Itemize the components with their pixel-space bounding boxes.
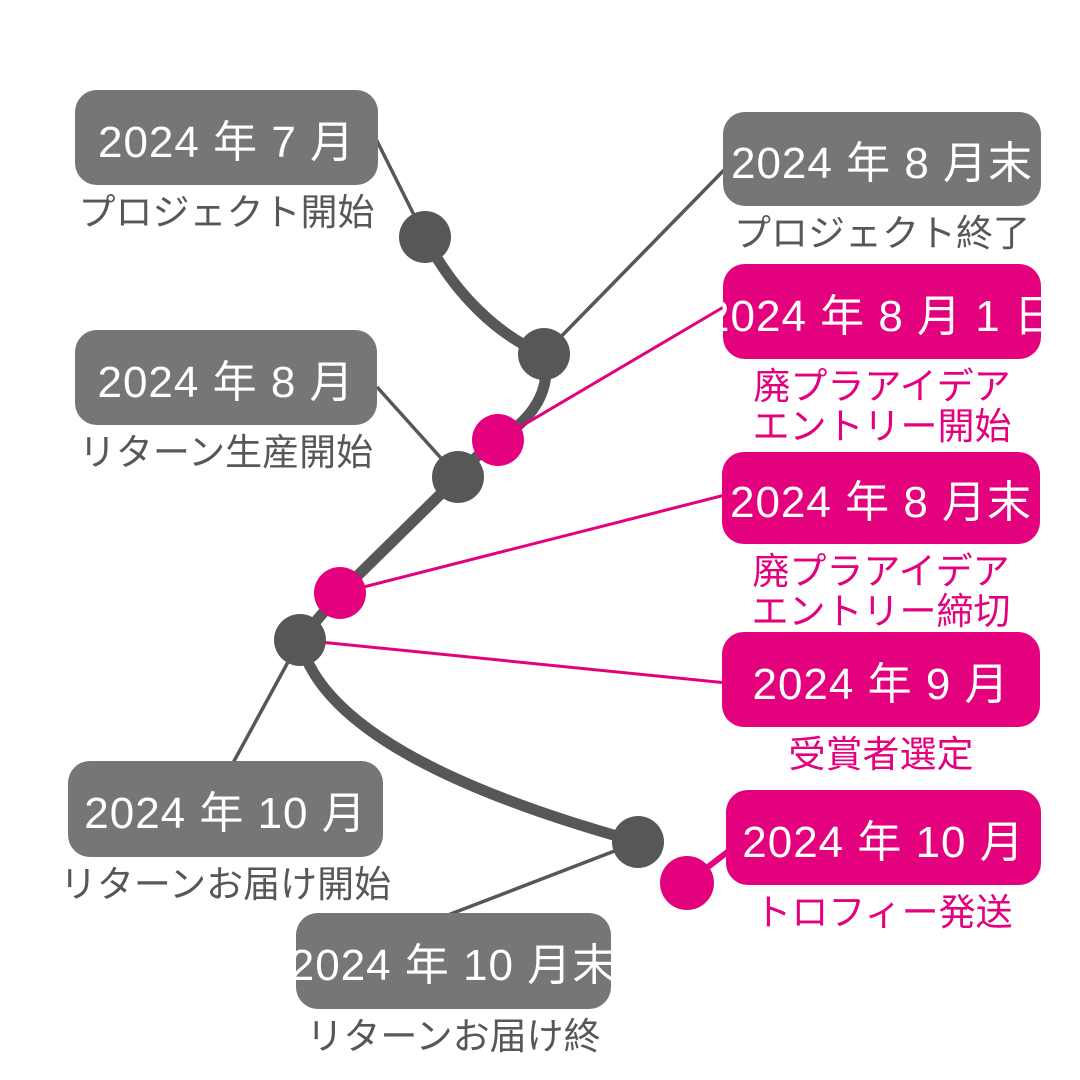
milestone-label: トロフィー発送 <box>754 892 1013 933</box>
connector-line-entry-deadline <box>339 493 726 595</box>
milestone-entry-deadline: 2024 年 8 月末 廃プラアイデア エントリー締切 <box>722 452 1040 632</box>
milestone-winner-selection: 2024 年 9 月 受賞者選定 <box>722 632 1040 775</box>
milestone-dot-pink-entry-start <box>472 414 524 466</box>
connector-line-return-delivery-end <box>447 840 639 917</box>
milestone-date-box: 2024 年 8 月 1 日 <box>705 264 1058 359</box>
milestone-date-box: 2024 年 10 月 <box>68 761 383 857</box>
milestone-date-box: 2024 年 10 月末 <box>290 913 616 1009</box>
milestone-date-box: 2024 年 9 月 <box>722 632 1040 727</box>
milestone-return-delivery-start: 2024 年 10 月 リターンお届け開始 <box>60 761 391 905</box>
milestone-label: プロジェクト終了 <box>734 213 1030 254</box>
milestone-project-start: 2024 年 7 月 プロジェクト開始 <box>75 90 378 233</box>
milestone-date-box: 2024 年 10 月 <box>726 790 1041 885</box>
milestone-project-end: 2024 年 8 月末 プロジェクト終了 <box>723 112 1041 254</box>
milestone-dot-gray-jul <box>399 211 451 263</box>
connector-line-entry-start <box>497 303 728 442</box>
connector-line-winner-selection <box>299 638 728 685</box>
milestone-dot-gray-aug <box>432 451 484 503</box>
timeline-curve <box>294 231 644 848</box>
milestone-label: 廃プラアイデア エントリー締切 <box>751 551 1011 632</box>
milestone-return-production: 2024 年 8 月 リターン生産開始 <box>75 330 377 473</box>
milestone-dot-gray-aug-end <box>518 328 570 380</box>
connector-line-project-end <box>542 164 730 356</box>
milestone-date-box: 2024 年 7 月 <box>75 90 378 185</box>
milestone-return-delivery-end: 2024 年 10 月末 リターンお届け終 <box>290 913 616 1057</box>
milestone-label: リターンお届け終 <box>306 1016 601 1057</box>
milestone-label: リターン生産開始 <box>78 432 374 473</box>
milestone-label: プロジェクト開始 <box>78 192 375 233</box>
milestone-label: リターンお届け開始 <box>59 864 392 905</box>
milestone-date-box: 2024 年 8 月 <box>75 330 377 425</box>
milestone-dot-pink-entry-deadline <box>314 567 366 619</box>
milestone-entry-start: 2024 年 8 月 1 日 廃プラアイデア エントリー開始 <box>705 264 1058 447</box>
milestone-dot-pink-trophy <box>660 856 714 910</box>
milestone-label: 廃プラアイデア エントリー開始 <box>752 366 1012 447</box>
milestone-dot-gray-oct <box>274 614 326 666</box>
milestone-label: 受賞者選定 <box>788 734 974 775</box>
milestone-trophy-shipping: 2024 年 10 月 トロフィー発送 <box>726 790 1041 933</box>
milestone-date-box: 2024 年 8 月末 <box>722 452 1040 544</box>
milestone-dot-gray-oct-end <box>612 816 664 868</box>
milestone-date-box: 2024 年 8 月末 <box>723 112 1041 206</box>
